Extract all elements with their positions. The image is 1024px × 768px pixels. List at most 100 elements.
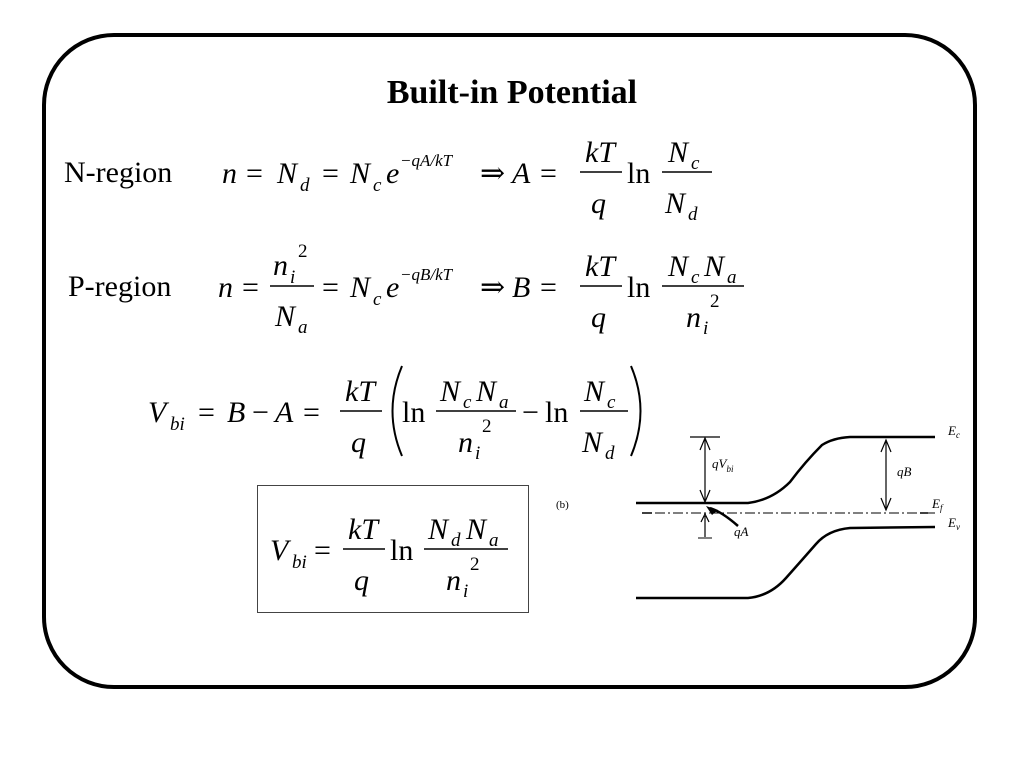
svg-text:N: N (475, 375, 498, 408)
result-box (257, 485, 529, 613)
svg-text:−qB/kT: −qB/kT (400, 265, 454, 284)
svg-text:=: = (322, 157, 339, 190)
svg-text:⇒: ⇒ (480, 271, 505, 304)
svg-text:i: i (290, 267, 295, 288)
svg-text:n: n (686, 301, 701, 334)
svg-text:d: d (451, 530, 461, 551)
svg-text:i: i (703, 318, 708, 339)
svg-text:q: q (591, 187, 606, 220)
svg-text:N: N (667, 136, 690, 169)
ef-label: E (931, 496, 940, 511)
svg-text:bi: bi (170, 414, 185, 435)
svg-text:2: 2 (470, 554, 480, 575)
svg-text:=: = (198, 396, 215, 429)
svg-text:A: A (510, 157, 531, 190)
svg-text:ln: ln (627, 271, 650, 304)
qb-label: qB (897, 464, 912, 479)
svg-text:N: N (583, 375, 606, 408)
svg-text:N: N (349, 157, 372, 190)
svg-text:bi: bi (292, 552, 307, 573)
qa-label: qA (734, 524, 749, 539)
p-region-equation: n = n i 2 N a = N c e −qB/kT ⇒ B = kT q … (218, 241, 744, 339)
svg-text:=: = (540, 271, 557, 304)
svg-text:d: d (688, 204, 698, 225)
svg-text:⇒: ⇒ (480, 157, 505, 190)
ec-label: E (947, 423, 956, 438)
svg-text:qVbi: qVbi (712, 456, 734, 474)
svg-text:N: N (439, 375, 462, 408)
svg-text:e: e (386, 271, 399, 304)
slide-title: Built-in Potential (386, 74, 638, 111)
svg-text:N: N (703, 250, 726, 283)
svg-text:N: N (664, 187, 687, 220)
svg-text:d: d (605, 443, 615, 464)
svg-text:a: a (298, 317, 308, 338)
svg-text:=: = (540, 157, 557, 190)
svg-text:c: c (463, 392, 472, 413)
vbi-difference-equation: V bi = B − A = kT q ln N c N a n i 2 − l… (148, 365, 642, 464)
svg-text:N: N (276, 157, 299, 190)
svg-text:N: N (274, 300, 297, 333)
svg-text:V: V (148, 396, 170, 429)
slide-frame (42, 33, 977, 689)
svg-text:=: = (322, 271, 339, 304)
svg-text:n: n (222, 157, 237, 190)
svg-text:2: 2 (298, 241, 308, 262)
svg-text:q: q (354, 564, 369, 597)
p-region-label: P-region (68, 270, 172, 303)
svg-text:B: B (512, 271, 530, 304)
svg-text:c: c (691, 267, 700, 288)
svg-text:Ec: Ec (947, 423, 960, 440)
svg-text:a: a (489, 530, 499, 551)
qvbi-label: qV (712, 456, 729, 471)
svg-text:N: N (465, 513, 488, 546)
svg-text:B: B (227, 396, 245, 429)
svg-text:N: N (349, 271, 372, 304)
svg-text:=: = (314, 534, 331, 567)
svg-text:N: N (581, 426, 604, 459)
svg-text:c: c (373, 289, 382, 310)
svg-text:N: N (427, 513, 450, 546)
svg-text:kT: kT (585, 136, 617, 169)
svg-text:c: c (373, 175, 382, 196)
svg-text:kT: kT (345, 375, 377, 408)
svg-text:i: i (463, 581, 468, 602)
svg-text:n: n (446, 564, 461, 597)
svg-text:a: a (499, 392, 509, 413)
svg-text:d: d (300, 175, 310, 196)
ev-label: E (947, 515, 956, 530)
svg-text:kT: kT (348, 513, 380, 546)
svg-text:=: = (246, 157, 263, 190)
svg-text:c: c (607, 392, 616, 413)
svg-text:−: − (252, 396, 269, 429)
svg-text:2: 2 (710, 291, 720, 312)
svg-text:a: a (727, 267, 737, 288)
svg-text:=: = (242, 271, 259, 304)
svg-text:ln: ln (545, 396, 568, 429)
conduction-band (636, 435, 935, 505)
svg-text:Ev: Ev (947, 515, 960, 532)
svg-text:2: 2 (482, 416, 492, 437)
vbi-result-equation: V bi = kT q ln N d N a n i 2 (270, 513, 508, 602)
svg-text:q: q (591, 301, 606, 334)
svg-text:=: = (303, 396, 320, 429)
svg-text:i: i (475, 443, 480, 464)
figure-label: (b) (556, 499, 569, 511)
svg-text:N: N (667, 250, 690, 283)
n-region-equation: n = N d = N c e −qA/kT ⇒ A = kT q ln N c… (222, 136, 712, 225)
svg-text:e: e (386, 157, 399, 190)
svg-text:V: V (270, 534, 292, 567)
svg-text:kT: kT (585, 250, 617, 283)
svg-text:ln: ln (627, 157, 650, 190)
svg-text:n: n (218, 271, 233, 304)
band-diagram (636, 435, 936, 600)
svg-text:Ef: Ef (931, 496, 944, 513)
svg-text:−qA/kT: −qA/kT (400, 151, 454, 170)
svg-text:−: − (522, 396, 539, 429)
svg-text:ln: ln (402, 396, 425, 429)
svg-text:n: n (458, 426, 473, 459)
n-region-label: N-region (64, 156, 173, 189)
svg-text:q: q (351, 426, 366, 459)
svg-text:n: n (273, 249, 288, 282)
